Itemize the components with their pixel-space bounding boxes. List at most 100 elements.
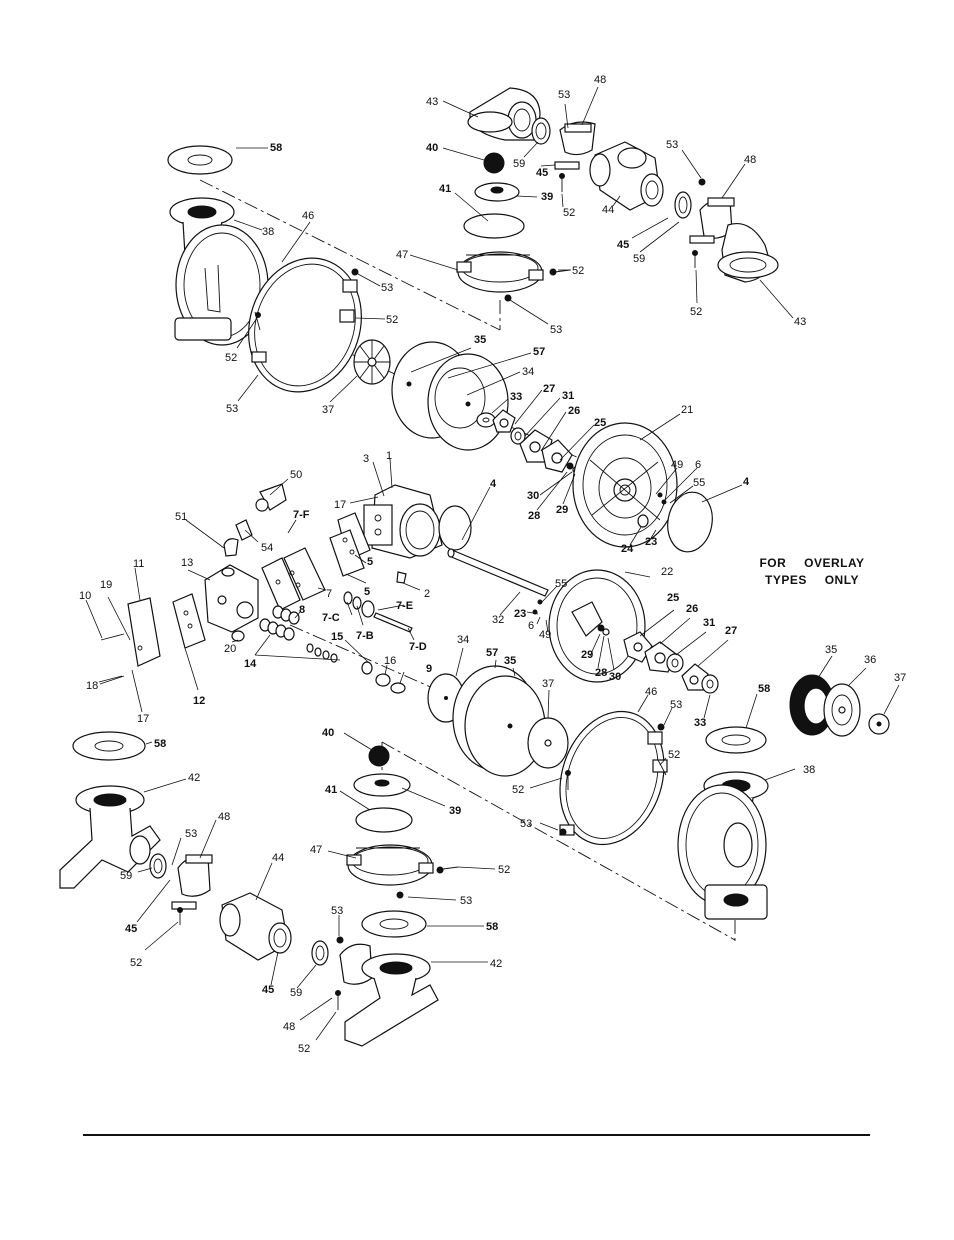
- callout: 7-C: [322, 612, 340, 624]
- seat-39-top: [474, 182, 520, 202]
- callout: 10: [79, 590, 91, 602]
- callout: 52: [563, 207, 575, 219]
- callout: 53: [520, 818, 532, 830]
- spool-14: [259, 618, 338, 663]
- callout: 45: [536, 167, 548, 179]
- o-ring-9: [390, 682, 406, 694]
- callout: 33: [694, 717, 706, 729]
- callout: 31: [703, 617, 715, 629]
- washer-31-bottom: [666, 653, 684, 673]
- callout: 40: [322, 727, 334, 739]
- callout: 36: [864, 654, 876, 666]
- callout: 53: [331, 905, 343, 917]
- callout: 11: [133, 558, 144, 570]
- callout: 26: [568, 405, 580, 417]
- callout: 7-F: [293, 509, 310, 521]
- manifold-42-left: [59, 785, 161, 889]
- plate-33-bottom: [701, 674, 719, 694]
- bolt-28-29-30-bottom: [597, 624, 610, 636]
- callout: 52: [512, 784, 524, 796]
- callout: 52: [298, 1043, 310, 1055]
- plate-37-bottom: [527, 717, 569, 769]
- callout: 28: [528, 510, 540, 522]
- callout: 39: [541, 191, 553, 203]
- clamp-47-top: [456, 251, 544, 293]
- callout: 6: [528, 620, 534, 632]
- callout: 30: [527, 490, 539, 502]
- cap-16: [375, 673, 391, 687]
- plate-25-top: [541, 439, 573, 473]
- callout: 8: [299, 604, 305, 616]
- callout: 17: [334, 499, 346, 511]
- gasket-59-bottom: [311, 940, 329, 966]
- callout: 7: [326, 588, 332, 600]
- callout: 52: [386, 314, 398, 326]
- callout: 13: [181, 557, 193, 569]
- callout: 53: [226, 403, 238, 415]
- callout: 46: [302, 210, 314, 222]
- callout: 29: [556, 504, 568, 516]
- outer-chamber-right-bottom: [677, 784, 768, 920]
- overlay-note-line-2: TYPES ONLY: [765, 573, 859, 587]
- screws-10-18: [98, 633, 125, 683]
- callout: 40: [426, 142, 438, 154]
- callout: 12: [193, 695, 205, 707]
- hardware-46-top: [254, 268, 359, 331]
- callout: 45: [125, 923, 137, 935]
- elbow-43-top-right: [717, 223, 779, 283]
- callout: 47: [310, 844, 322, 856]
- callout: 7-B: [356, 630, 374, 642]
- plug-20: [231, 630, 245, 642]
- spool-7-parts: [343, 591, 413, 633]
- callout: 35: [825, 644, 837, 656]
- o-ring-41-top: [463, 213, 525, 239]
- callout: 42: [490, 958, 502, 970]
- callout: 3: [363, 453, 369, 465]
- callout: 52: [130, 957, 142, 969]
- overlay-plate-37: [868, 713, 890, 735]
- callout: 44: [602, 204, 614, 216]
- callout: 49: [539, 629, 551, 641]
- callout: 7-D: [409, 641, 427, 653]
- callout: 24: [621, 543, 634, 555]
- callout: 53: [558, 89, 570, 101]
- tee-44-top: [589, 141, 664, 211]
- callout: 52: [668, 749, 680, 761]
- sleeve-8: [272, 605, 300, 625]
- callout: 59: [120, 870, 132, 882]
- manifold-42-bottom: [344, 953, 439, 1047]
- callout: 55: [693, 477, 705, 489]
- callout: 35: [504, 655, 516, 667]
- callout: 42: [188, 772, 200, 784]
- ring-46-bottom: [559, 710, 668, 846]
- plug-2: [396, 571, 407, 584]
- callout: 58: [758, 683, 770, 695]
- callout: 37: [894, 672, 906, 684]
- callout: 50: [290, 469, 302, 481]
- callout: 53: [185, 828, 197, 840]
- leader-lines: [85, 86, 900, 1041]
- plate-33-top: [476, 412, 496, 428]
- fitting-51: [223, 538, 239, 557]
- gasket-58-right: [705, 726, 767, 754]
- callout: 33: [510, 391, 522, 403]
- gasket-4-left: [438, 505, 472, 551]
- plate-11: [127, 597, 161, 667]
- callout: 32: [492, 614, 504, 626]
- callout: 53: [666, 139, 678, 151]
- callout: 34: [522, 366, 534, 378]
- callout: 39: [449, 805, 461, 817]
- ball-40-top: [483, 152, 505, 174]
- seal-15: [361, 661, 373, 675]
- callout: 7-E: [396, 600, 413, 612]
- callout: 48: [283, 1021, 295, 1033]
- hardware-46-bottom: [559, 723, 667, 836]
- callout: 30: [609, 671, 621, 683]
- callout: 53: [381, 282, 393, 294]
- callout: 53: [460, 895, 472, 907]
- callout: 31: [562, 390, 574, 402]
- gasket-58-top-left: [167, 145, 233, 175]
- clamp-48-top-left: [554, 121, 596, 170]
- callout: 53: [550, 324, 562, 336]
